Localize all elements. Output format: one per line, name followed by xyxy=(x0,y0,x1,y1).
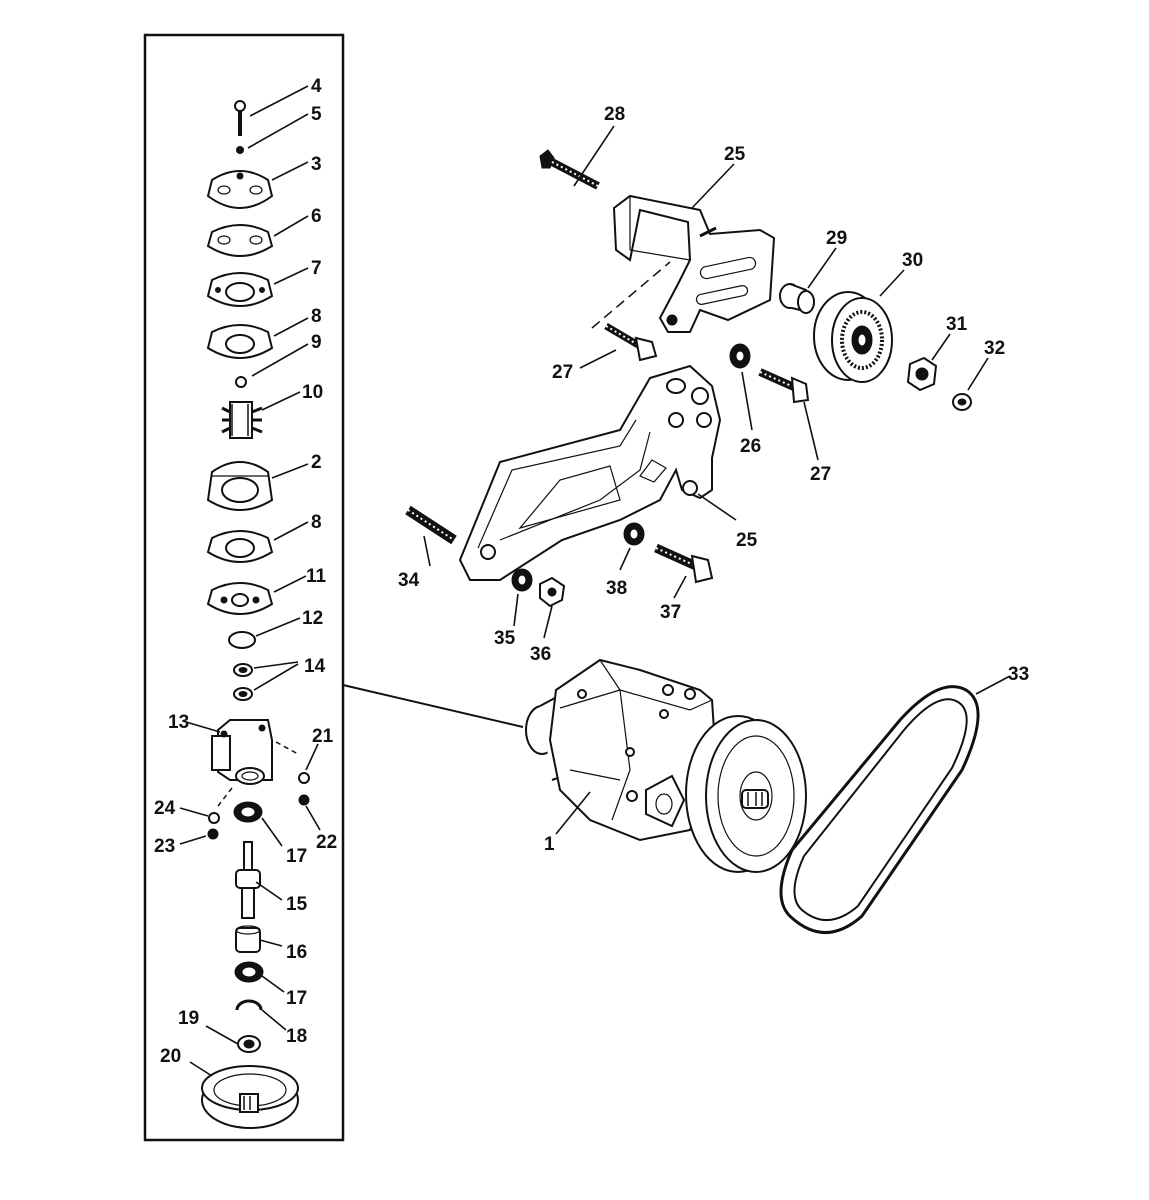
callout-14: 14 xyxy=(304,656,326,677)
part-29-bolt xyxy=(604,322,658,362)
callout-26: 25 xyxy=(724,144,746,165)
callout-labels: 4 5 3 6 7 8 9 10 2 8 11 12 14 13 21 22 2… xyxy=(154,76,1029,1067)
part-18-snap-ring xyxy=(235,999,263,1011)
part-21-washer xyxy=(298,772,310,784)
part-32-idler-pulley xyxy=(813,291,893,383)
callout-5: 5 xyxy=(311,104,322,125)
callout-2: 2 xyxy=(311,452,322,473)
callout-39: 37 xyxy=(660,602,681,623)
part-19-nut xyxy=(237,1035,261,1053)
part-8-gasket-upper xyxy=(206,324,274,359)
part-15-shaft xyxy=(235,841,261,919)
callout-29: 27 xyxy=(552,362,573,383)
callout-34: 32 xyxy=(984,338,1005,359)
callout-23: 23 xyxy=(154,836,175,857)
exploded-view-frame xyxy=(143,33,345,1142)
callout-1: 1 xyxy=(544,834,555,855)
callout-9: 9 xyxy=(311,332,322,353)
callout-36: 34 xyxy=(398,570,420,591)
part-25-mounting-bracket xyxy=(458,364,722,581)
part-9-key xyxy=(235,376,247,388)
callout-24: 24 xyxy=(154,798,176,819)
callout-38: 36 xyxy=(530,644,551,665)
part-16-spacer xyxy=(235,925,261,953)
part-36-stud xyxy=(405,505,457,545)
callout-15: 15 xyxy=(286,894,308,915)
part-17-bearing-upper xyxy=(233,801,263,823)
part-34-washer xyxy=(952,393,972,411)
callout-28: 26 xyxy=(740,436,761,457)
part-30-stud xyxy=(539,149,600,190)
frame-connector-line xyxy=(342,684,524,728)
part-38-nut xyxy=(539,576,566,608)
part-10-impeller xyxy=(221,401,263,439)
part-35-drive-belt xyxy=(779,685,980,934)
callout-30: 28 xyxy=(604,104,625,125)
part-1-seawater-pump-assembly xyxy=(525,658,807,873)
part-13-bearing-housing xyxy=(211,719,299,807)
callout-25: 25 xyxy=(736,530,758,551)
part-22-nut xyxy=(298,794,310,806)
callout-27: 27 xyxy=(810,464,831,485)
part-11-wear-plate xyxy=(206,582,274,615)
callout-17-upper: 17 xyxy=(286,846,307,867)
part-12-o-ring xyxy=(228,631,256,649)
part-7-face-plate xyxy=(206,272,274,307)
part-39-bolt xyxy=(654,543,714,584)
part-3-pump-cover xyxy=(206,170,274,209)
callout-33: 31 xyxy=(946,314,968,335)
callout-10: 10 xyxy=(302,382,323,403)
part-37-washer xyxy=(511,568,533,592)
callout-8-upper: 8 xyxy=(311,306,322,327)
alignment-dashed-line xyxy=(591,261,671,329)
part-33-nut xyxy=(906,356,938,392)
callout-8-lower: 8 xyxy=(311,512,322,533)
part-2-impeller-housing xyxy=(206,461,274,511)
callout-37: 35 xyxy=(494,628,516,649)
callout-13: 13 xyxy=(168,712,189,733)
callout-12: 12 xyxy=(302,608,323,629)
part-28-washer xyxy=(729,343,751,369)
callout-18: 18 xyxy=(286,1026,307,1047)
part-23-nut xyxy=(207,828,219,840)
part-40-washer xyxy=(623,522,645,546)
leader-lines xyxy=(179,85,1011,1077)
callout-16: 16 xyxy=(286,942,307,963)
callout-20: 20 xyxy=(160,1046,181,1067)
part-8-gasket-lower xyxy=(206,530,274,563)
part-31-bushing xyxy=(779,283,815,314)
part-20-pulley xyxy=(201,1065,299,1129)
part-14-seals xyxy=(233,663,253,701)
callout-6: 6 xyxy=(311,206,322,227)
callout-31: 29 xyxy=(826,228,847,249)
part-17-bearing-lower xyxy=(234,961,264,983)
callout-40: 38 xyxy=(606,578,627,599)
callout-19: 19 xyxy=(178,1008,199,1029)
part-4-screw xyxy=(234,100,246,136)
part-6-gasket xyxy=(206,224,274,257)
part-27-bolt xyxy=(758,368,810,404)
callout-3: 3 xyxy=(311,154,322,175)
callout-7: 7 xyxy=(311,258,322,279)
callout-11: 11 xyxy=(306,566,327,587)
part-26-bracket xyxy=(612,194,776,333)
callout-4: 4 xyxy=(311,76,322,97)
callout-17-lower: 17 xyxy=(286,988,307,1009)
part-24-washer xyxy=(208,812,220,824)
callout-22: 22 xyxy=(316,832,337,853)
callout-35: 33 xyxy=(1008,664,1029,685)
callout-21: 21 xyxy=(312,726,334,747)
callout-32: 30 xyxy=(902,250,923,271)
part-5-washer xyxy=(236,146,244,154)
